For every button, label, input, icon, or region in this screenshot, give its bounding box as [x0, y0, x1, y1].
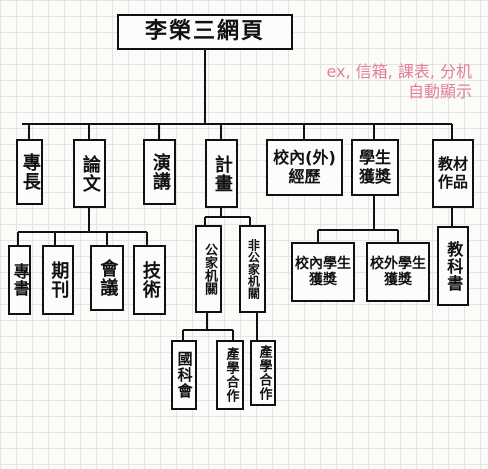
- node-experience: 校內(外) 經歷: [266, 139, 343, 196]
- node-books: 專書: [8, 245, 31, 315]
- node-teaching-materials: 教材 作品: [432, 139, 474, 208]
- node-non-government: 非公家机關: [239, 225, 266, 313]
- node-award-external: 校外學生獲獎: [366, 242, 430, 302]
- annotation-note: ex, 信箱, 課表, 分机 自動顯示: [326, 62, 472, 101]
- node-journals: 期刊: [42, 245, 74, 315]
- node-papers: 論文: [73, 139, 106, 208]
- node-award-internal: 校內學生獲獎: [291, 242, 355, 302]
- node-projects: 計畫: [205, 139, 238, 208]
- root-node: 李榮三網頁: [117, 14, 293, 50]
- node-government: 公家机關: [195, 225, 222, 313]
- node-technical: 技術: [133, 245, 166, 315]
- node-industry-nongov: 產學合作: [250, 340, 276, 406]
- node-textbook: 教科書: [437, 226, 469, 306]
- node-specialty: 專長: [16, 139, 43, 205]
- node-nsc: 國科會: [171, 340, 197, 410]
- node-industry-gov: 產學合作: [216, 340, 244, 410]
- node-student-awards: 學生 獲獎: [351, 139, 399, 196]
- node-talks: 演講: [143, 139, 176, 205]
- node-conferences: 會議: [90, 245, 124, 311]
